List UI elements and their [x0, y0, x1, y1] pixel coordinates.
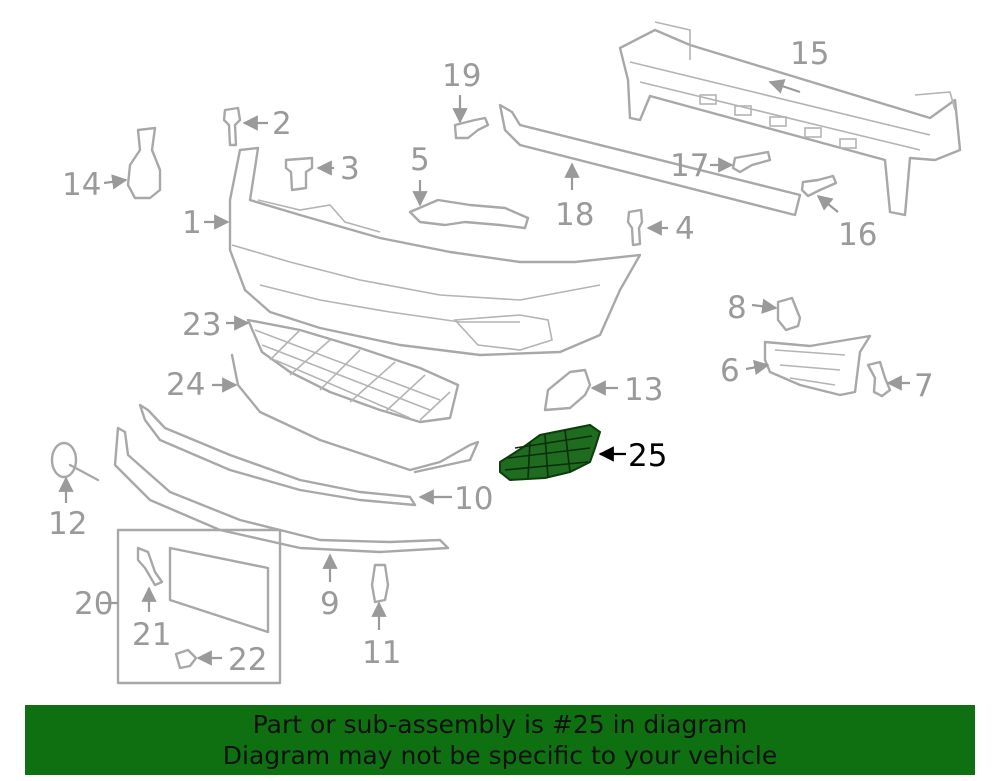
callout-9: 9	[320, 586, 340, 622]
part-25-fog-lamp-grille	[499, 423, 602, 482]
callout-24: 24	[166, 367, 205, 403]
part-8-nut	[776, 296, 802, 332]
callout-8: 8	[727, 290, 747, 326]
part-3-nut	[284, 156, 314, 192]
leader-arrows	[58, 79, 910, 666]
part-20-plate-assembly	[116, 528, 282, 685]
callout-4: 4	[675, 211, 695, 247]
part-24-trim-strip	[230, 353, 480, 474]
callout-11: 11	[362, 635, 401, 671]
part-4-clip	[626, 208, 644, 247]
callout-20: 20	[74, 586, 113, 622]
callout-1: 1	[182, 205, 202, 241]
callout-5: 5	[410, 142, 430, 178]
notice-line-2: Diagram may not be specific to your vehi…	[222, 741, 778, 770]
callout-21: 21	[132, 617, 171, 653]
callout-3: 3	[340, 151, 360, 187]
part-1-bumper-cover	[228, 146, 642, 357]
callout-18: 18	[555, 197, 594, 233]
callout-25: 25	[628, 438, 667, 474]
part-12-cap	[50, 441, 100, 482]
callout-10: 10	[454, 481, 493, 517]
callout-23: 23	[182, 307, 221, 343]
part-6-bracket	[763, 334, 872, 397]
part-16-bolt	[800, 174, 838, 198]
part-9-lip	[113, 426, 450, 554]
part-17-bolt	[731, 150, 772, 174]
callout-16: 16	[838, 217, 877, 253]
part-2-clip	[222, 106, 242, 147]
notice-line-1: Part or sub-assembly is #25 in diagram	[252, 710, 748, 739]
part-11-clip	[370, 563, 390, 604]
callout-14: 14	[62, 167, 101, 203]
callout-15: 15	[790, 36, 829, 72]
part-5-bracket	[408, 198, 530, 230]
part-23-grille	[246, 318, 460, 424]
callout-labels: 1 2 3 4 5 6 7 8 9 10 11 12 13 14 15 16 1…	[48, 36, 934, 678]
callout-22: 22	[228, 642, 267, 678]
part-13-cap	[543, 368, 592, 412]
callout-7: 7	[914, 368, 934, 404]
part-18-absorber	[498, 103, 802, 217]
part-7-bolt	[866, 360, 892, 398]
callout-12: 12	[48, 506, 87, 542]
parts-diagram: 1 2 3 4 5 6 7 8 9 10 11 12 13 14 15 16 1…	[48, 21, 962, 685]
callout-6: 6	[720, 353, 740, 389]
part-14-bag	[126, 126, 162, 200]
callout-2: 2	[272, 106, 292, 142]
callout-19: 19	[442, 58, 481, 94]
notice-banner: Part or sub-assembly is #25 in diagram D…	[25, 705, 975, 775]
callout-13: 13	[624, 372, 663, 408]
part-10-lower-spoiler	[138, 403, 417, 507]
part-15-reinforcement-bar	[618, 21, 962, 217]
callout-17: 17	[670, 148, 709, 184]
